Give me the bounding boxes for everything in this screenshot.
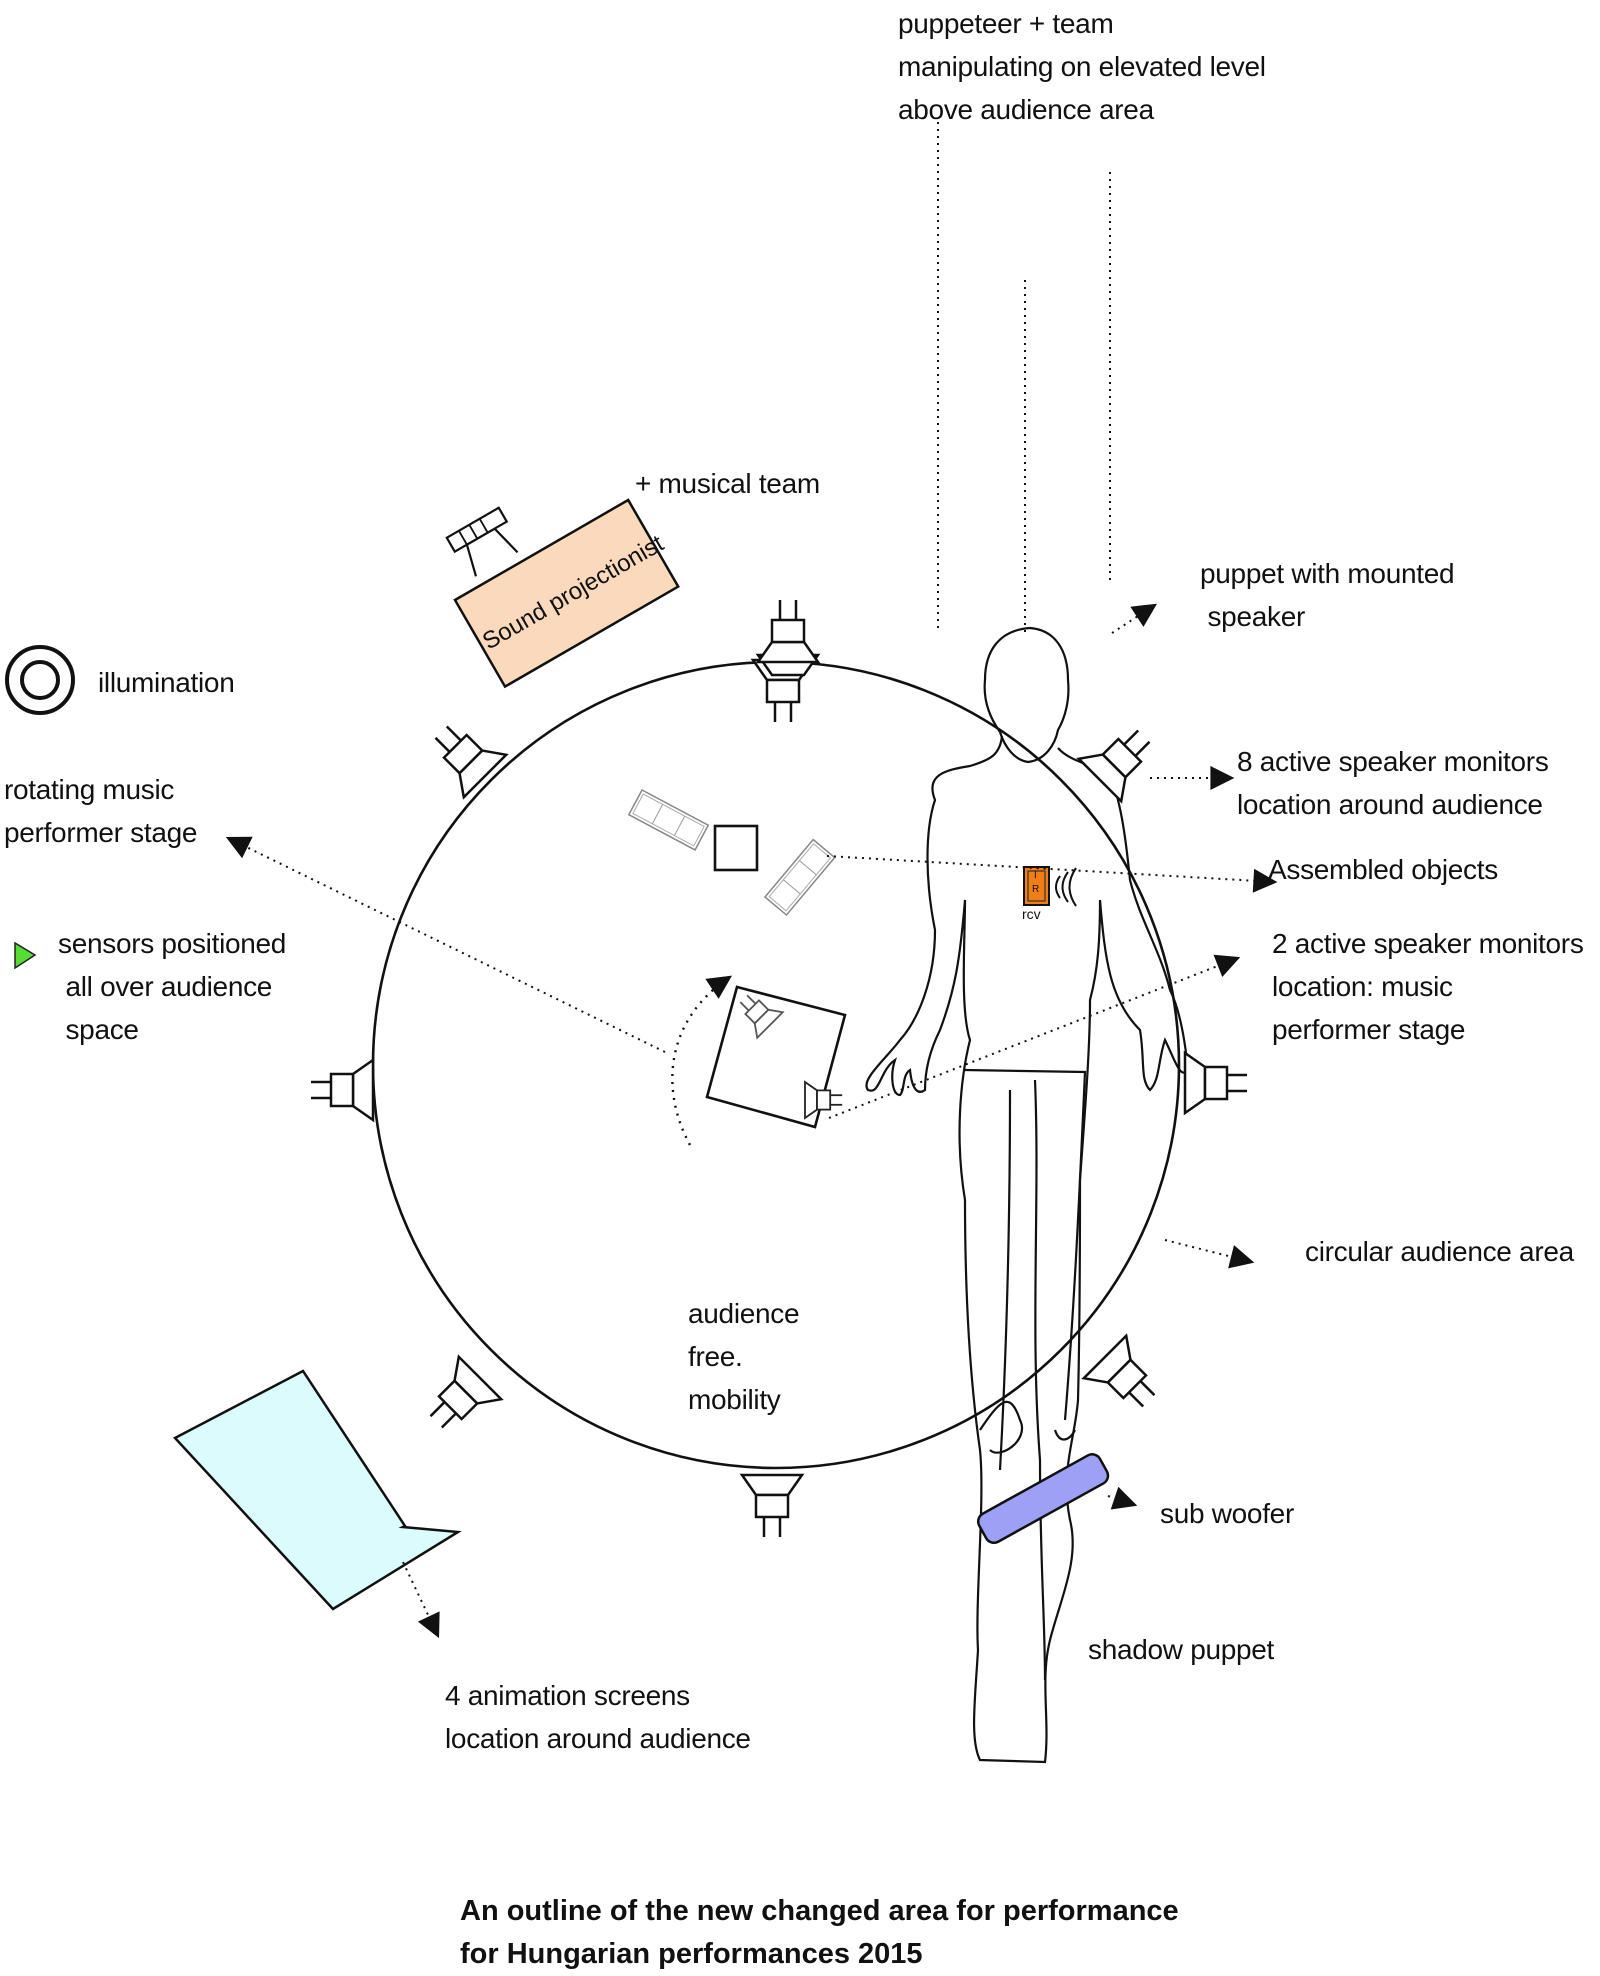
sub-woofer-icon bbox=[976, 1453, 1110, 1545]
sound-desk-icon bbox=[445, 498, 680, 689]
label-animation-screens: 4 animation screens location around audi… bbox=[445, 1680, 751, 1754]
caption-line-2: for Hungarian performances 2015 bbox=[460, 1938, 923, 1970]
speaker-icon bbox=[413, 1355, 503, 1445]
speaker-icon bbox=[1082, 1334, 1172, 1424]
puppet-figure bbox=[865, 626, 1190, 1764]
speaker-icon bbox=[740, 1473, 804, 1539]
label-two-monitors: 2 active speaker monitors location: musi… bbox=[1272, 928, 1584, 1045]
speaker-icon bbox=[418, 709, 508, 799]
ir-label-i: I bbox=[1034, 870, 1037, 881]
label-shadow-puppet: shadow puppet bbox=[1088, 1634, 1275, 1665]
leader-arrows bbox=[225, 603, 1278, 1639]
label-illumination: illumination bbox=[98, 667, 235, 698]
label-rcv: rcv bbox=[1022, 906, 1041, 922]
label-eight-monitors: 8 active speaker monitors location aroun… bbox=[1237, 746, 1549, 820]
label-circular-area: circular audience area bbox=[1305, 1236, 1574, 1267]
label-sub-woofer: sub woofer bbox=[1160, 1498, 1294, 1529]
label-assembled-objects: Assembled objects bbox=[1268, 854, 1498, 885]
label-puppeteer: puppeteer + team manipulating on elevate… bbox=[898, 8, 1266, 125]
speaker-icon bbox=[1077, 713, 1167, 803]
rotating-stage bbox=[671, 975, 847, 1146]
sensor-icon bbox=[14, 941, 37, 970]
caption-line-1: An outline of the new changed area for p… bbox=[460, 1895, 1179, 1927]
speaker-icon bbox=[1183, 1051, 1249, 1115]
ir-receiver-icon bbox=[1023, 866, 1077, 907]
speaker-icon bbox=[756, 598, 820, 664]
speaker-icon bbox=[309, 1058, 375, 1122]
label-audience-free: audience free. mobility bbox=[688, 1298, 800, 1415]
label-puppet-speaker: puppet with mounted speaker bbox=[1200, 558, 1455, 632]
puppeteer-strings bbox=[937, 122, 1111, 632]
animation-screen-icon bbox=[172, 1369, 462, 1611]
caption: An outline of the new changed area for p… bbox=[460, 1890, 1179, 1976]
illumination-icon bbox=[5, 645, 75, 715]
label-musical-team: + musical team bbox=[635, 468, 820, 499]
assembled-objects bbox=[627, 788, 836, 917]
ir-label-r: R bbox=[1032, 884, 1040, 895]
label-sensors: sensors positioned all over audience spa… bbox=[58, 928, 287, 1045]
label-rotating-stage: rotating music performer stage bbox=[4, 774, 198, 848]
